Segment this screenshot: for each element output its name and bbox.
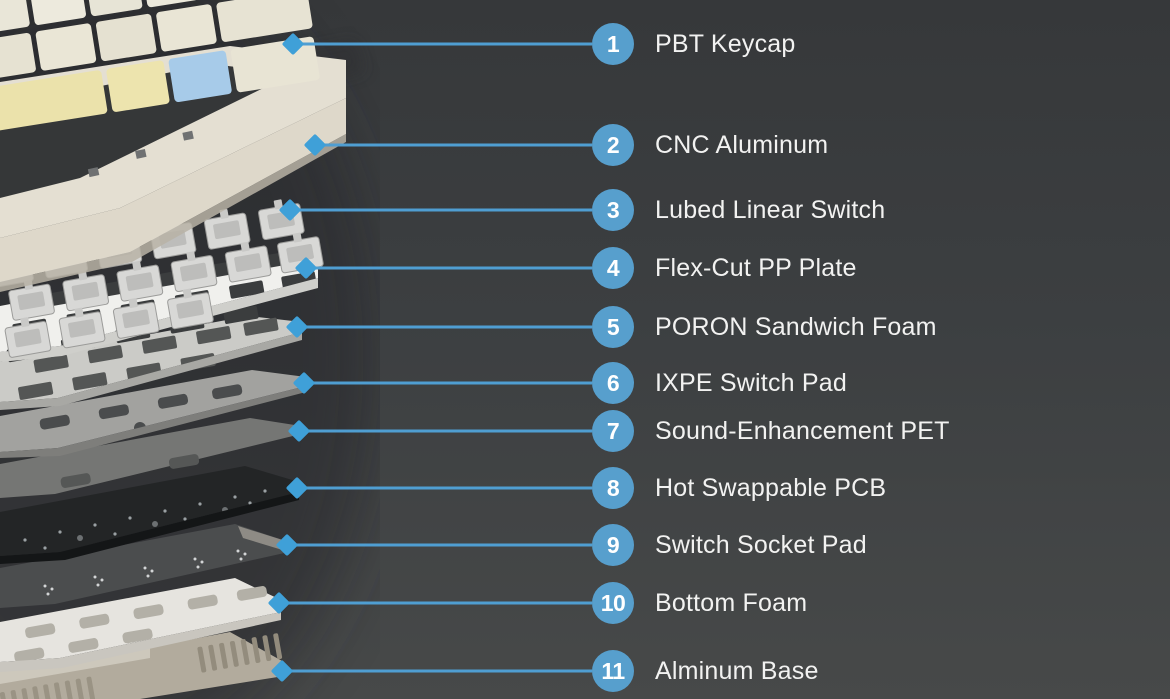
callout-number-badge: 6	[592, 362, 634, 404]
callout-label: PORON Sandwich Foam	[655, 312, 937, 341]
callout-row: 1 PBT Keycap	[592, 23, 796, 65]
callout-row: 5 PORON Sandwich Foam	[592, 306, 937, 348]
callout-label: Alminum Base	[655, 656, 819, 685]
callout-number-badge: 9	[592, 524, 634, 566]
callout-row: 6 IXPE Switch Pad	[592, 362, 847, 404]
callout-row: 11 Alminum Base	[592, 650, 819, 692]
callout-label: PBT Keycap	[655, 29, 796, 58]
callout-label: IXPE Switch Pad	[655, 368, 847, 397]
callout-number-badge: 3	[592, 189, 634, 231]
callout-label: Bottom Foam	[655, 588, 808, 617]
callout-number-badge: 5	[592, 306, 634, 348]
callout-label: Hot Swappable PCB	[655, 473, 887, 502]
callout-number-badge: 1	[592, 23, 634, 65]
callout-number-badge: 8	[592, 467, 634, 509]
callout-row: 10 Bottom Foam	[592, 582, 807, 624]
callout-label: Flex-Cut PP Plate	[655, 253, 857, 282]
callout-label: Lubed Linear Switch	[655, 195, 886, 224]
callout-number-badge: 4	[592, 247, 634, 289]
callout-row: 4 Flex-Cut PP Plate	[592, 247, 857, 289]
callout-number-badge: 10	[592, 582, 634, 624]
callout-row: 7 Sound-Enhancement PET	[592, 410, 950, 452]
callout-number-badge: 11	[592, 650, 634, 692]
callout-label: Sound-Enhancement PET	[655, 416, 950, 445]
callout-label: Switch Socket Pad	[655, 530, 867, 559]
callout-row: 2 CNC Aluminum	[592, 124, 828, 166]
callout-label: CNC Aluminum	[655, 130, 829, 159]
callout-number-badge: 7	[592, 410, 634, 452]
callout-number-badge: 2	[592, 124, 634, 166]
callout-row: 3 Lubed Linear Switch	[592, 189, 885, 231]
callout-row: 8 Hot Swappable PCB	[592, 467, 886, 509]
callout-row: 9 Switch Socket Pad	[592, 524, 867, 566]
